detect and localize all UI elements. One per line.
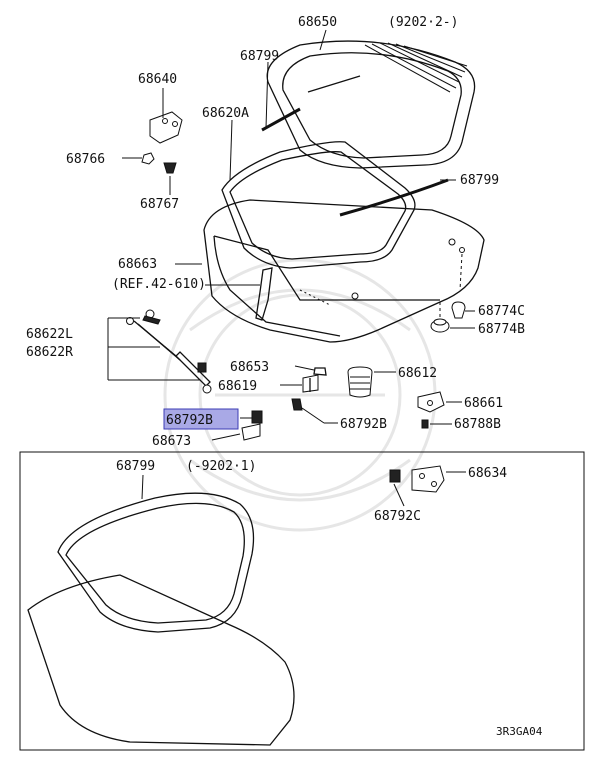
stopper-68612[interactable] <box>347 366 373 398</box>
highlight-box <box>163 408 239 430</box>
label-68788B[interactable]: 68788B <box>454 417 501 432</box>
hinge-ref-bracket <box>255 267 273 321</box>
label-68663[interactable]: 68663 <box>118 257 157 272</box>
label-68799-inset[interactable]: 68799 <box>116 459 155 474</box>
part-labels: 68650 (9202·2-) 68799 68640 68620A 68766… <box>26 15 543 738</box>
label-68619[interactable]: 68619 <box>218 379 257 394</box>
clip-68653[interactable] <box>313 367 327 376</box>
liftgate-panel[interactable] <box>203 199 485 343</box>
bolt-68788B[interactable] <box>421 419 429 429</box>
screw-68792B[interactable] <box>291 398 303 411</box>
label-68622L[interactable]: 68622L <box>26 327 73 342</box>
rear-glass-68650[interactable] <box>266 40 476 169</box>
label-date-old: (-9202·1) <box>186 459 256 474</box>
label-68774B[interactable]: 68774B <box>478 322 525 337</box>
molding-68799-left[interactable] <box>261 107 301 132</box>
label-ref: (REF.42-610) <box>112 277 206 292</box>
label-68792B[interactable]: 68792B <box>340 417 387 432</box>
label-68767[interactable]: 68767 <box>140 197 179 212</box>
striker-68661[interactable] <box>417 391 445 413</box>
label-68766[interactable]: 68766 <box>66 152 105 167</box>
inset-old-model <box>19 451 585 751</box>
bracket-68673[interactable] <box>241 423 261 441</box>
bumper-68774B[interactable] <box>430 318 450 333</box>
label-68774C[interactable]: 68774C <box>478 304 525 319</box>
label-68792B-highlighted[interactable]: 68792B <box>166 413 213 428</box>
label-date-new: (9202·2-) <box>388 15 458 30</box>
gas-strut-68622[interactable] <box>126 309 212 394</box>
label-68792C[interactable]: 68792C <box>374 509 421 524</box>
diagram-code: 3R3GA04 <box>496 725 543 738</box>
latch-cover-68619[interactable] <box>302 374 319 393</box>
weatherstrip-68620A[interactable] <box>221 141 416 269</box>
label-68634[interactable]: 68634 <box>468 466 507 481</box>
lock-68634[interactable] <box>411 465 445 493</box>
screw-68792B-highlight[interactable] <box>251 410 263 424</box>
label-68650[interactable]: 68650 <box>298 15 337 30</box>
label-68640[interactable]: 68640 <box>138 72 177 87</box>
leader-lines <box>107 29 475 507</box>
label-68653[interactable]: 68653 <box>230 360 269 375</box>
label-68661[interactable]: 68661 <box>464 396 503 411</box>
screw-68792C[interactable] <box>389 469 401 483</box>
label-68799-right[interactable]: 68799 <box>460 173 499 188</box>
nut-68766[interactable] <box>141 152 155 165</box>
bumper-68774C[interactable] <box>451 301 466 319</box>
hinge-68640[interactable] <box>149 111 183 144</box>
label-68620A[interactable]: 68620A <box>202 106 249 121</box>
label-68612[interactable]: 68612 <box>398 366 437 381</box>
label-68799-top[interactable]: 68799 <box>240 49 279 64</box>
label-68622R[interactable]: 68622R <box>26 345 73 360</box>
bolt-68767[interactable] <box>163 162 177 174</box>
molding-68799-right[interactable] <box>339 178 449 217</box>
label-68673[interactable]: 68673 <box>152 434 191 449</box>
